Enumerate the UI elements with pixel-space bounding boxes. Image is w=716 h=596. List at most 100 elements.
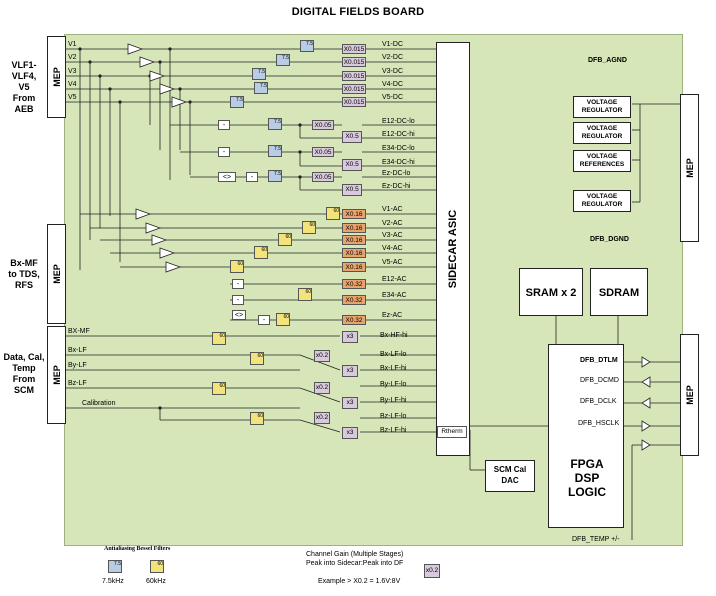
gain-box: X0.05 [312,120,334,130]
output-label: Bz-LF-hi [380,427,407,434]
output-label: V3-AC [382,232,403,239]
highpass-filter-icon: 60 [276,313,290,326]
output-label: V4-DC [382,81,404,88]
lowpass-filter-icon: 7.5 [268,118,282,130]
ac-gain-box: X0.32 [342,295,366,305]
temp-label: DFB_TEMP +/- [572,536,620,543]
output-label: Bz-LF-lo [380,413,407,420]
output-label: Bx-HF-hi [380,332,408,339]
ac-gain-box: X0.16 [342,262,366,272]
ac-gain-box: X0.16 [342,235,366,245]
legend-label: 7.5kHz [102,578,124,585]
gain-box: X0.015 [342,57,366,67]
highpass-filter-icon: 60 [212,382,226,395]
scm-input-label: Bx-LF [68,347,87,354]
gain-box: x0.2 [314,412,330,424]
ac-gain-box: X0.16 [342,248,366,258]
voltage-regulator: VOLTAGE REGULATOR [573,190,631,212]
output-label: V3-DC [382,68,404,75]
gain-box: X0.015 [342,44,366,54]
dgnd-label: DFB_DGND [590,236,629,243]
input-label: V3 [68,68,77,75]
gain-box: X0.5 [342,131,362,143]
gain-box: x3 [342,331,358,343]
highpass-filter-icon: 60 [150,560,164,573]
output-label: Ez-DC-lo [382,170,411,177]
subtractor: - [246,172,258,182]
gain-box: x3 [342,365,358,377]
output-label: E12-AC [382,276,407,283]
lowpass-filter-icon: 7.5 [268,145,282,157]
output-label: V5-DC [382,94,404,101]
subtractor: - [232,279,244,289]
scm-input-label: BX-MF [68,328,90,335]
dsp-signal-label: DFB_DCLK [580,398,617,405]
output-label: V2-DC [382,54,404,61]
gain-box: X0.015 [342,97,366,107]
highpass-filter-icon: 60 [254,246,268,259]
voltage-regulator: VOLTAGE REGULATOR [573,122,631,144]
lowpass-filter-icon: 7.5 [254,82,268,94]
highpass-filter-icon: 60 [302,221,316,234]
gain-legend-title: Channel Gain (Multiple Stages) Peak into… [306,551,404,567]
subtractor: - [218,147,230,157]
ac-gain-box: X0.32 [342,279,366,289]
gain-box: X0.015 [342,84,366,94]
highpass-filter-icon: 60 [250,412,264,425]
gain-box: x0.2 [314,350,330,362]
highpass-filter-icon: 60 [212,332,226,345]
subtractor: - [232,295,244,305]
output-label: V5-AC [382,259,403,266]
scm-input-label: By-LF [68,362,87,369]
agnd-label: DFB_AGND [588,57,627,64]
gain-box: X0.015 [342,71,366,81]
input-label: V5 [68,94,77,101]
output-label: E12-DC-hi [382,131,415,138]
legend-label: 60kHz [146,578,166,585]
sdram-block: SDRAM [590,268,648,316]
output-label: V4-AC [382,245,403,252]
fpga-label: FPGA DSP LOGIC [568,457,606,499]
input-label: V2 [68,54,77,61]
highpass-filter-icon: 60 [326,207,340,220]
summer: <> [218,172,236,182]
lowpass-filter-icon: 7.5 [252,68,266,80]
subtractor: - [258,315,270,325]
gain-box: x0.2 [314,382,330,394]
mep-connector-scm: MEP [47,326,66,424]
scm-cal-dac: SCM Cal DAC [485,460,535,492]
mep-connector-power: MEP [680,94,699,242]
output-label: E34-DC-hi [382,159,415,166]
lowpass-filter-icon: 7.5 [268,170,282,182]
output-label: Ez-AC [382,312,403,319]
output-label: Bx-LF-lo [380,351,407,358]
sram-block: SRAM x 2 [519,268,583,316]
gain-box: X0.05 [312,172,334,182]
ac-gain-box: X0.16 [342,223,366,233]
lowpass-filter-icon: 7.5 [300,40,314,52]
dsp-signal-label: DFB_DCMD [580,377,619,384]
lowpass-filter-icon: 7.5 [276,54,290,66]
mep-connector-aeb: MEP [47,36,66,118]
voltage-references: VOLTAGE REFERENCES [573,150,631,172]
input-label: V4 [68,81,77,88]
source-tds-label: Bx-MF to TDS, RFS [8,258,40,290]
sidecar-asic: SIDECAR ASIC [436,42,470,456]
diagram-title: DIGITAL FIELDS BOARD [291,6,425,18]
source-scm-label: Data, Cal, Temp From SCM [3,352,45,395]
gain-box: x3 [342,397,358,409]
output-label: By-LF-lo [380,381,407,388]
gain-box: x3 [342,427,358,439]
summer: <> [232,310,246,320]
output-label: E34-AC [382,292,407,299]
rtherm: Rtherm [437,426,467,438]
input-label: V1 [68,41,77,48]
output-label: Bx-LF-hi [380,365,407,372]
gain-example: Example > X0.2 = 1.6V:8V [318,578,401,585]
lowpass-filter-icon: 7.5 [230,96,244,108]
highpass-filter-icon: 60 [230,260,244,273]
mep-connector-dsp: MEP [680,334,699,456]
gain-box: X0.5 [342,184,362,196]
highpass-filter-icon: 60 [278,233,292,246]
